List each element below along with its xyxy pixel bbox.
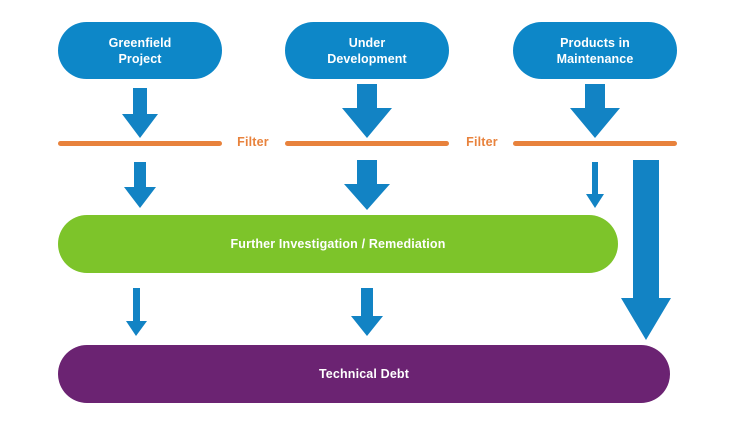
node-products-in-maintenance-line1: Products in [560,35,630,50]
node-greenfield-project[interactable]: Greenfield Project [58,22,222,79]
node-greenfield-project-line1: Greenfield [108,35,172,50]
filter-bar-2 [285,141,449,146]
stage-technical-debt[interactable]: Technical Debt [58,345,670,403]
node-greenfield-project-line2: Project [118,51,162,66]
arrow-down-icon-under-development-to-filter [338,84,396,140]
filter-label-1: Filter [237,135,269,149]
arrow-down-icon-products-to-filter [566,84,624,140]
filter-bar-3 [513,141,677,146]
node-products-in-maintenance-line2: Maintenance [556,51,634,66]
node-under-development[interactable]: Under Development [285,22,449,79]
arrow-down-icon-filter3-to-remediation [584,162,606,210]
stage-further-investigation-remediation[interactable]: Further Investigation / Remediation [58,215,618,273]
filter-bar-1 [58,141,222,146]
arrow-down-icon-greenfield-to-filter [118,88,162,140]
stage-further-investigation-remediation-label: Further Investigation / Remediation [230,237,446,251]
arrow-down-icon-filter2-to-remediation [340,160,394,212]
node-under-development-line1: Under [348,35,386,50]
node-under-development-line2: Development [327,51,407,66]
stage-technical-debt-label: Technical Debt [318,367,410,381]
filter-label-2: Filter [466,135,498,149]
node-products-in-maintenance[interactable]: Products in Maintenance [513,22,677,79]
arrow-down-icon-remediation-to-technical-debt-2 [348,288,386,338]
arrow-down-icon-filter1-to-remediation [121,162,159,210]
arrow-down-icon-products-bypass-to-technical-debt [619,160,673,342]
arrow-down-icon-remediation-to-technical-debt-1 [125,288,149,338]
